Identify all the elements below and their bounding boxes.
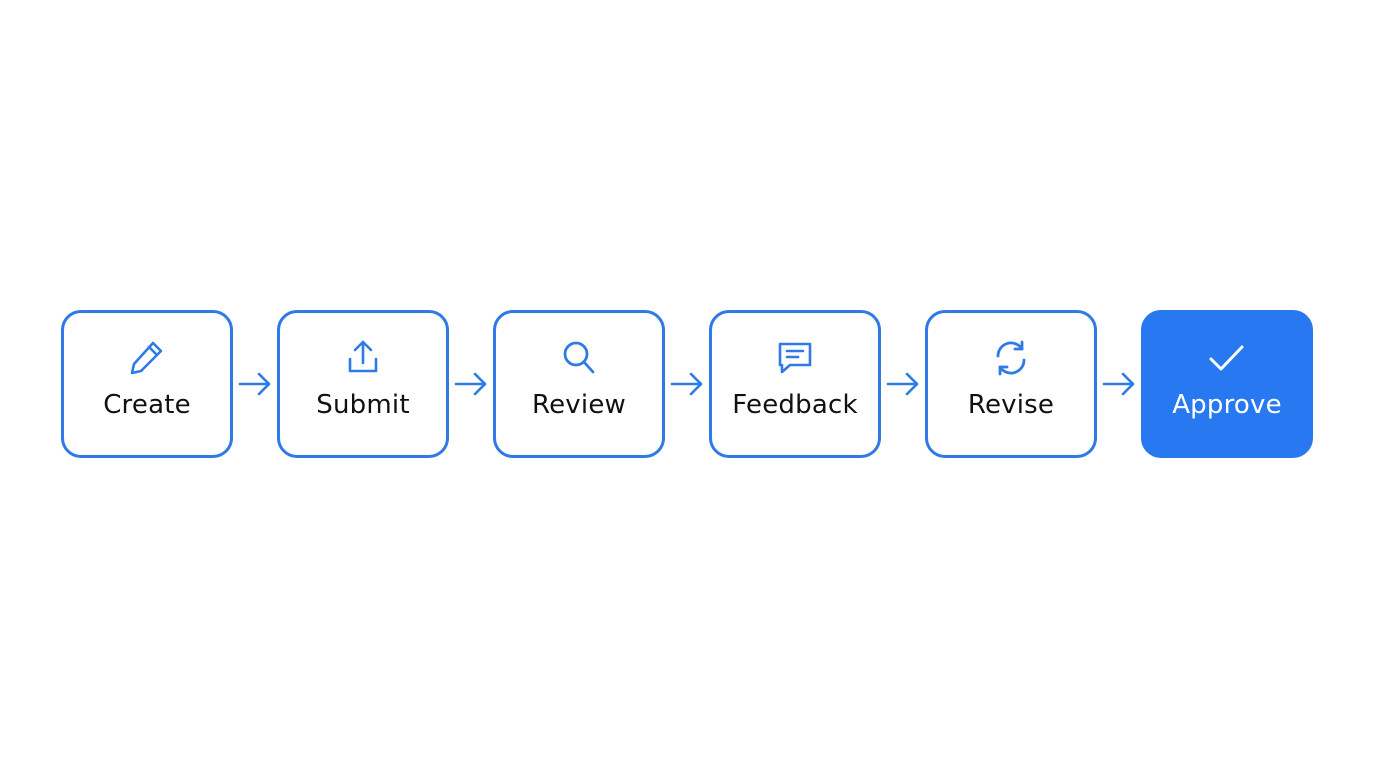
arrow-icon [665,310,709,458]
chat-icon [774,337,816,379]
search-icon [558,337,600,379]
step-label: Approve [1172,390,1282,420]
step-submit: Submit [277,310,449,458]
arrow-icon [233,310,277,458]
step-label: Review [532,390,626,420]
step-create: Create [61,310,233,458]
process-flow: Create Submit Review [61,310,1313,458]
step-label: Create [103,390,191,420]
step-revise: Revise [925,310,1097,458]
check-icon [1206,337,1248,379]
step-label: Submit [316,390,410,420]
arrow-icon [449,310,493,458]
upload-icon [342,337,384,379]
arrow-icon [1097,310,1141,458]
step-label: Feedback [732,390,858,420]
step-approve: Approve [1141,310,1313,458]
arrow-icon [881,310,925,458]
pencil-icon [126,337,168,379]
step-review: Review [493,310,665,458]
step-label: Revise [967,390,1055,420]
step-feedback: Feedback [709,310,881,458]
refresh-icon [990,337,1032,379]
